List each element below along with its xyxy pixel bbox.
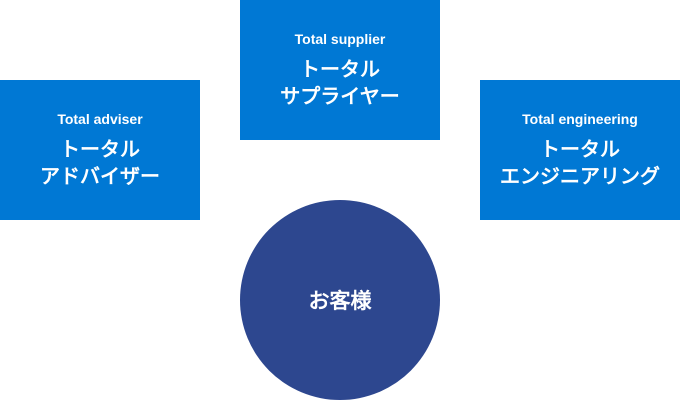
total-adviser-japanese-line1: トータル [60,137,140,161]
total-engineering-box: Total engineering トータル エンジニアリング [480,80,680,220]
total-engineering-japanese-line1: トータル [540,137,620,161]
total-adviser-japanese-label: トータル アドバイザー [40,136,160,190]
total-engineering-japanese-label: トータル エンジニアリング [500,136,660,190]
total-engineering-english-label: Total engineering [522,111,638,127]
total-supplier-english-label: Total supplier [294,31,386,47]
total-supplier-japanese-label: トータル サプライヤー [280,56,399,110]
total-adviser-english-label: Total adviser [57,111,143,127]
total-supplier-japanese-line1: トータル [300,57,380,81]
total-engineering-japanese-line2: エンジニアリング [500,164,660,188]
total-supplier-japanese-line2: サプライヤー [280,84,400,108]
total-supplier-box: Total supplier トータル サプライヤー [240,0,440,140]
total-adviser-japanese-line2: アドバイザー [40,164,160,188]
customer-circle: お客様 [240,200,440,400]
total-adviser-box: Total adviser トータル アドバイザー [0,80,200,220]
customer-label: お客様 [308,289,372,313]
